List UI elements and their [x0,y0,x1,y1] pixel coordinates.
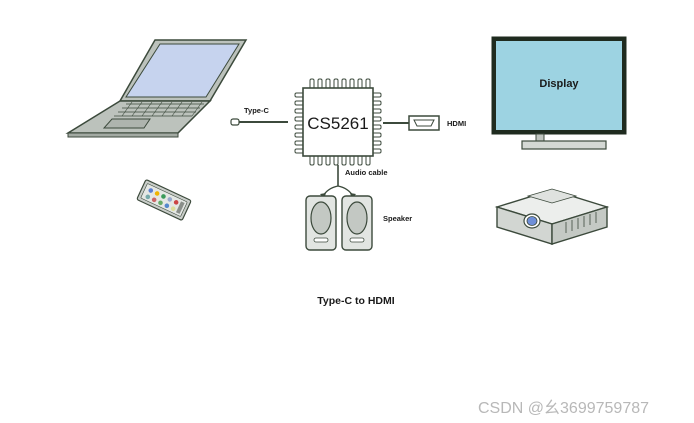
remote-control-icon [136,179,192,221]
watermark-text: CSDN @幺3699759787 [478,400,650,417]
laptop-icon [65,39,248,138]
display-label: Display [539,78,579,90]
speaker-icon [305,195,373,251]
audio-cable-label: Audio cable [345,168,388,177]
projector-icon [494,188,610,245]
speaker-label: Speaker [383,214,412,223]
hdmi-label: HDMI [447,119,466,128]
typec-cable [230,118,288,126]
hdmi-cable [383,115,440,131]
chip-cs5261: CS5261 [294,78,382,166]
monitor-icon [491,36,627,150]
chip-label: CS5261 [307,114,368,133]
diagram-caption: Type-C to HDMI [317,295,394,307]
typec-label: Type-C [244,106,269,115]
